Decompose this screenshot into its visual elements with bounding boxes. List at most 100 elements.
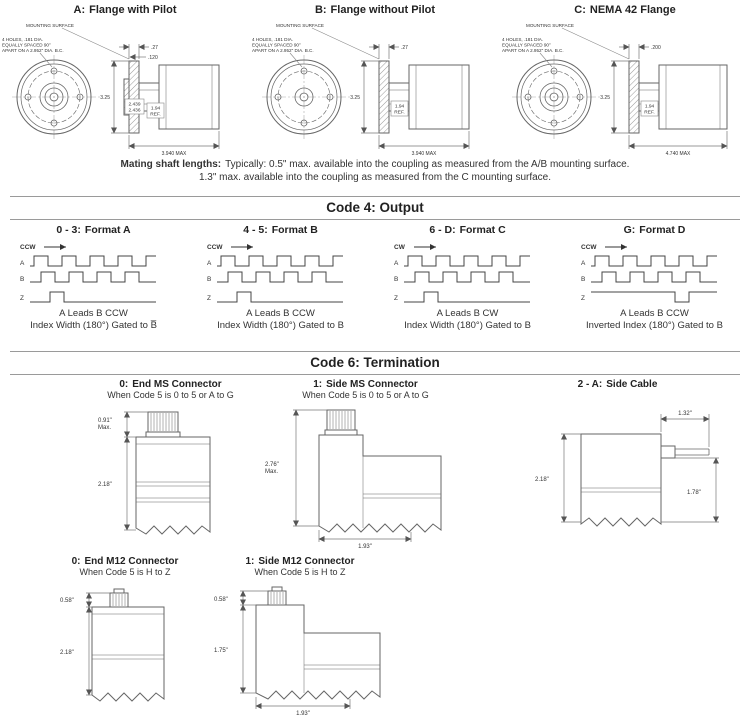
dim-ref-value: 1.94	[395, 104, 405, 110]
holes-note-line2: EQUALLY SPACED 90°	[502, 43, 551, 48]
term-code: 1:	[313, 379, 323, 390]
format-d-caption1: A Leads B CCW	[620, 308, 689, 319]
dim-overall-length: 3.940 MAX	[162, 151, 187, 157]
holes-note-line3: APART ON A 2.952" DIA. B.C.	[2, 48, 64, 53]
term-code: 1:	[245, 556, 255, 567]
term-code: 2 - A:	[577, 379, 603, 390]
format-c-code: 6 - D:	[429, 224, 456, 236]
dim-connector-height: 0.58"	[60, 598, 74, 604]
dim-body-height: 2.18"	[98, 482, 112, 488]
format-c-caption1: A Leads B CW	[436, 308, 499, 319]
dimension-lines	[611, 44, 728, 149]
annotations: MOUNTING SURFACE 4 HOLES, .181 DIA. EQUA…	[252, 23, 324, 53]
end-m12-drawing: 0.58" 2.18"	[60, 588, 165, 702]
direction-label: CW	[394, 244, 406, 251]
front-view	[16, 59, 92, 135]
dim-flange-height: 3.25	[100, 95, 110, 101]
flange-panel-c: C:NEMA 42 Flange	[500, 4, 750, 159]
format-b-code: 4 - 5:	[243, 224, 268, 236]
connector	[109, 588, 129, 608]
holes-note-line2: EQUALLY SPACED 90°	[2, 43, 51, 48]
channel-b-trace	[590, 271, 717, 283]
format-b-caption2: Index Width (180°) Gated to B	[217, 320, 344, 332]
divider	[10, 219, 740, 220]
term-end-ms-header: 0:End MS Connector	[58, 379, 283, 390]
term-end-ms-panel: 0:End MS Connector When Code 5 is 0 to 5…	[58, 379, 283, 549]
dim-connector-height: 0.58"	[214, 597, 228, 603]
waveform-format-a: CCW A B Z	[20, 244, 156, 303]
dim-flange-thickness: .27	[151, 45, 158, 51]
channel-a-trace	[403, 255, 530, 267]
dimension-labels: 0.91" Max. 2.18"	[98, 418, 112, 488]
dim-ref-value: 1.94	[645, 104, 655, 110]
flange-c-name: NEMA 42 Flange	[589, 4, 676, 16]
channel-b-trace	[216, 271, 343, 283]
format-d-panel: G:Format D CCW A B Z A Leads B CCW Inver…	[561, 224, 748, 333]
term-side-cable-panel: 2 - A:Side Cable	[495, 379, 740, 549]
term-code: 0:	[71, 556, 81, 567]
term-side-ms-header: 1:Side MS Connector	[258, 379, 473, 390]
leader-lines	[289, 27, 380, 68]
channel-b-trace	[403, 271, 530, 283]
dim-cable-stub: 1.32"	[678, 411, 692, 417]
divider	[10, 196, 740, 197]
encoder-body	[255, 604, 381, 700]
channel-z-label: Z	[207, 295, 211, 302]
dim-depth: 1.93"	[296, 711, 310, 716]
annotations: MOUNTING SURFACE 4 HOLES, .181 DIA. EQUA…	[2, 23, 74, 53]
format-a-code: 0 - 3:	[56, 224, 81, 236]
dimension-lines	[86, 592, 110, 696]
annotations: MOUNTING SURFACE 4 HOLES, .181 DIA. EQUA…	[502, 23, 574, 53]
connector	[145, 411, 180, 438]
ref-box: 1.94 REF.	[640, 100, 659, 117]
dim-flange-thickness: .27	[401, 45, 408, 51]
channel-b-label: B	[207, 276, 211, 283]
ref-box: 1.94 REF.	[146, 102, 165, 119]
direction-label: CCW	[207, 244, 223, 251]
dimension-lines	[240, 590, 351, 709]
channel-z-label: Z	[394, 295, 398, 302]
cable	[660, 445, 709, 459]
dim-flange-height: 3.25	[600, 95, 610, 101]
channel-b-trace	[29, 271, 156, 283]
term-condition: When Code 5 is 0 to 5 or A to G	[107, 390, 234, 400]
dim-cable-to-bottom: 1.78"	[687, 490, 701, 496]
center-lines	[512, 55, 600, 139]
format-a-caption1: A Leads B CCW	[59, 308, 128, 319]
term-name: Side MS Connector	[326, 379, 418, 390]
flange-section: A:Flange with Pilot	[0, 4, 750, 159]
term-condition	[495, 390, 740, 402]
side-view	[123, 60, 220, 134]
mating-note-text2: 1.3" max. available into the coupling as…	[198, 172, 552, 183]
holes-note-line3: APART ON A 2.952" DIA. B.C.	[252, 48, 314, 53]
dimension-labels: 0.58" 2.18"	[60, 598, 74, 656]
dim-body-height: 2.18"	[60, 650, 74, 656]
channel-z-label: Z	[581, 295, 585, 302]
dim-overall-length: 3.940 MAX	[412, 151, 437, 157]
code4-title: Code 4: Output	[326, 200, 424, 215]
format-b-header: 4 - 5:Format B	[187, 224, 374, 236]
dimension-lines	[560, 414, 719, 523]
dimension-lines	[361, 44, 470, 149]
side-view	[628, 60, 728, 134]
format-d-code: G:	[623, 224, 636, 236]
term-side-ms-panel: 1:Side MS Connector When Code 5 is 0 to …	[258, 379, 473, 549]
dimension-labels: 1.32" 2.18" 1.78"	[535, 411, 701, 496]
channel-b-label: B	[581, 276, 585, 283]
format-b-name: Format B	[271, 224, 318, 236]
channel-a-label: A	[581, 260, 586, 267]
dim-pilot-dia-min: 2.436	[128, 108, 140, 114]
term-name: End MS Connector	[132, 379, 222, 390]
dim-connector-height: 0.91"	[98, 418, 112, 424]
format-c-panel: 6 - D:Format C CW A B Z A Leads B CW Ind…	[374, 224, 561, 333]
mating-note-line1: Mating shaft lengths:Typically: 0.5" max…	[0, 159, 750, 170]
dimension-labels: 2.76" Max. 1.93"	[265, 462, 372, 549]
mating-note-text1: Typically: 0.5" max. available into the …	[225, 159, 630, 170]
channel-z-trace	[590, 291, 717, 303]
channel-z-trace	[29, 291, 156, 303]
front-view	[516, 59, 592, 135]
term-side-m12-panel: 1:Side M12 Connector When Code 5 is H to…	[200, 556, 400, 716]
side-m12-drawing: 0.58" 1.75" 1.93"	[214, 586, 381, 716]
dimension-labels: .27 .120 3.25 3.940 MAX	[100, 45, 187, 157]
